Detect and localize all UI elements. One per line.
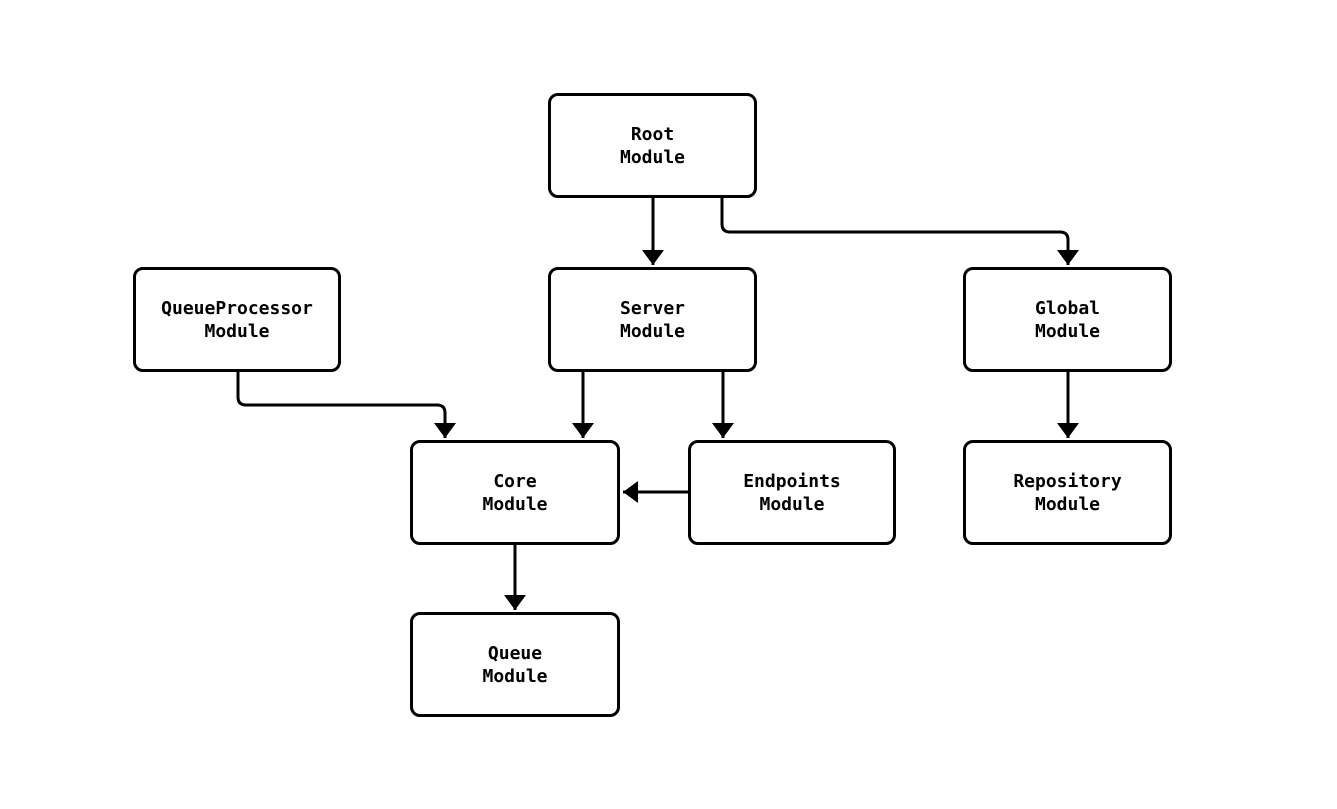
node-label-line: Module [1034,320,1101,342]
node-label-line: Queue [487,642,543,664]
node-label-line: QueueProcessor [161,297,313,319]
node-endpoints-module: Endpoints Module [688,440,896,545]
node-repository-module: Repository Module [963,440,1172,545]
node-label-line: Endpoints [743,470,841,492]
node-queue-module: Queue Module [410,612,620,717]
node-global-module: Global Module [963,267,1172,372]
node-label-line: Module [204,320,270,342]
node-queueprocessor-module: QueueProcessor Module [133,267,341,372]
node-label-line: Global [1034,297,1101,319]
node-label-line: Module [759,493,825,515]
node-label-line: Server [619,297,686,319]
edge-root-to-global [720,198,1079,265]
node-label-line: Module [619,146,686,168]
node-label-line: Module [619,320,686,342]
node-label-line: Module [1034,493,1101,515]
edge-queueprocessor-to-core [236,372,456,438]
node-label-line: Root [630,123,675,145]
node-label-line: Module [482,493,548,515]
node-label-line: Repository [1013,470,1122,492]
node-label-line: Module [482,665,548,687]
node-root-module: Root Module [548,93,757,198]
node-label-line: Core [493,470,537,492]
node-core-module: Core Module [410,440,620,545]
node-server-module: Server Module [548,267,757,372]
